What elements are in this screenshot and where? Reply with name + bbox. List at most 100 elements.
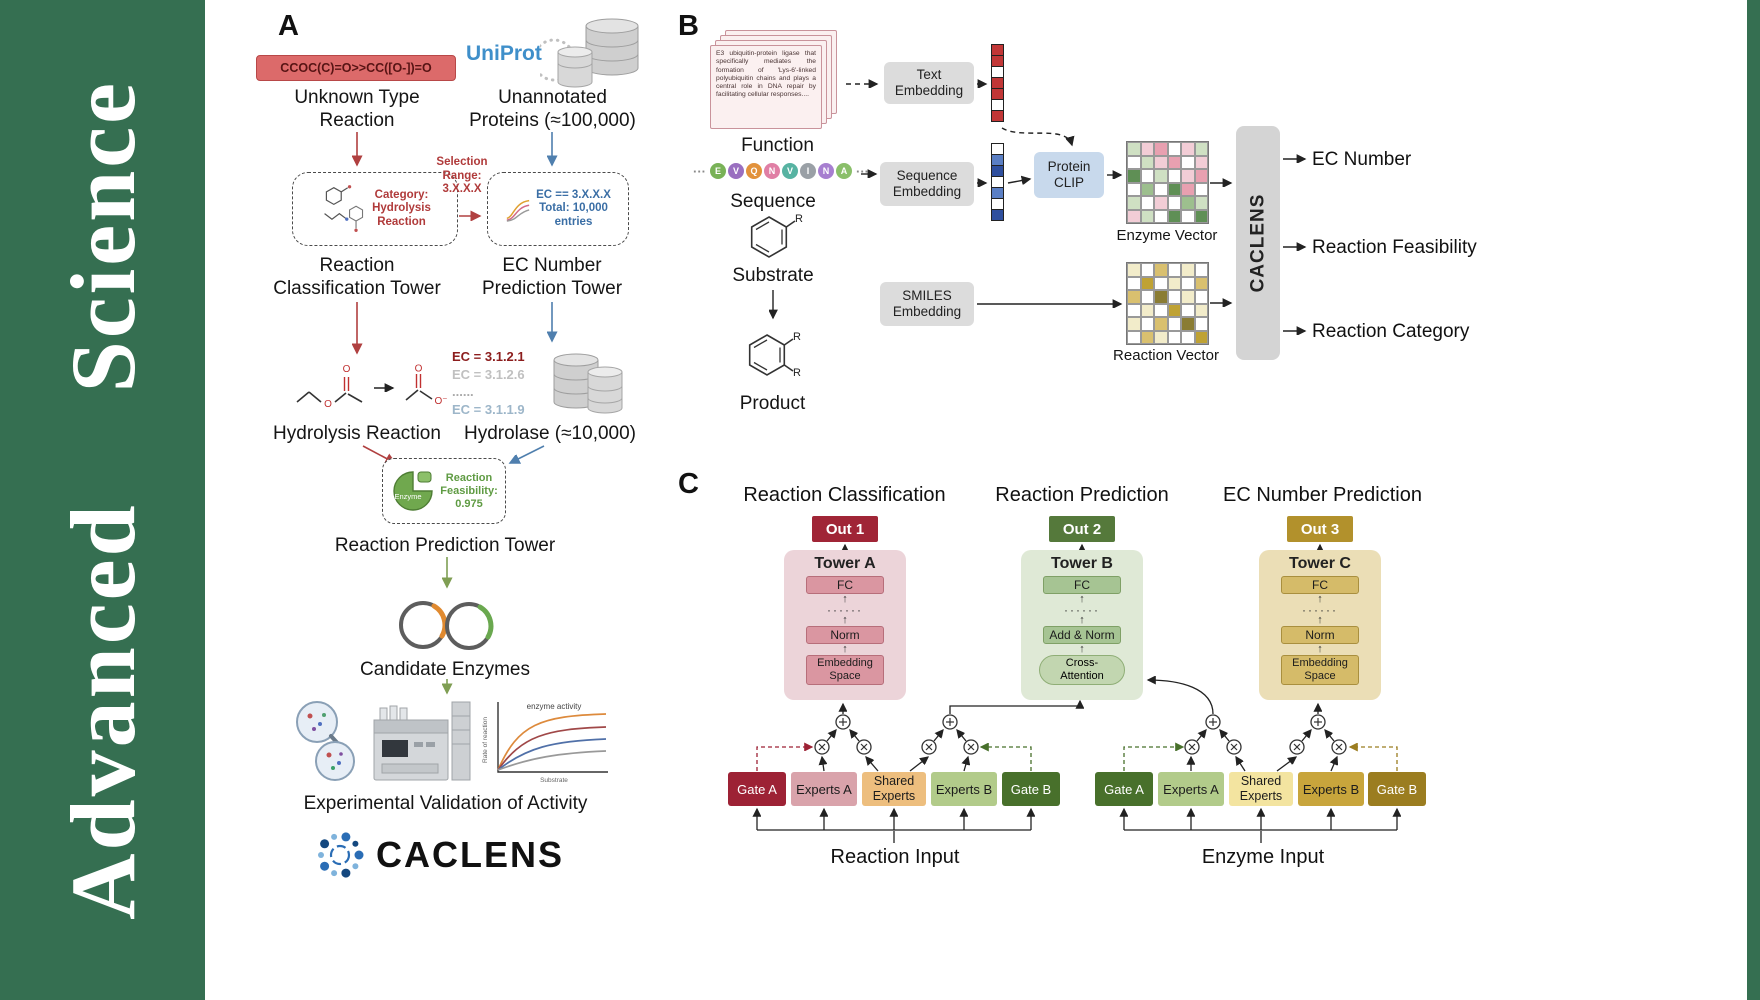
- matrix-cell: [1167, 196, 1181, 210]
- panel-b-letter: B: [678, 10, 699, 42]
- ester-molecule: O O: [296, 364, 363, 410]
- ec-prediction-tower-label: EC Number Prediction Tower: [481, 255, 623, 299]
- matrix-cell: [1154, 263, 1168, 277]
- matrix-cell: [1181, 276, 1195, 290]
- gate-a-right: Gate A: [1095, 772, 1153, 806]
- out1-box: Out 1: [812, 516, 878, 542]
- up-arrow-icon: ↑: [1317, 614, 1323, 626]
- matrix-cell: [1181, 142, 1195, 156]
- journal-title: Advanced Science: [0, 0, 205, 1000]
- molecules-icon: [324, 185, 364, 232]
- matrix-cell: [1127, 142, 1141, 156]
- tower-a-norm: Norm: [806, 626, 884, 644]
- output-ec-number: EC Number: [1312, 149, 1412, 170]
- up-arrow-icon: ↑: [842, 593, 848, 605]
- matrix-cell: [1154, 290, 1168, 304]
- substrate-molecule: R: [750, 213, 803, 258]
- matrix-cell: [1154, 303, 1168, 317]
- matrix-cell: [1181, 209, 1195, 223]
- plasmid-icons: [399, 601, 494, 650]
- enzyme-icon: Enzyme: [393, 471, 433, 511]
- output-reaction-category: Reaction Category: [1312, 321, 1470, 342]
- matrix-cell: [1181, 290, 1195, 304]
- reaction-classification-tower-label: Reaction Classification Tower: [273, 255, 441, 299]
- journal-word-advanced: Advanced: [51, 502, 154, 920]
- matrix-cell: [1154, 209, 1168, 223]
- svg-text:O⁻: O⁻: [434, 396, 447, 407]
- journal-word-science: Science: [51, 80, 154, 393]
- matrix-cell: [1140, 303, 1154, 317]
- tower-c-embedding-space: Embedding Space: [1281, 655, 1359, 685]
- matrix-cell: [1140, 182, 1154, 196]
- ec-item: ......: [452, 384, 474, 399]
- category-box: Category: Hydrolysis Reaction: [292, 172, 458, 246]
- tower-a-dots: ······: [827, 603, 863, 617]
- matrix-cell: [1167, 263, 1181, 277]
- matrix-cell: [1167, 182, 1181, 196]
- activity-graph: enzyme activity Rate of reaction Substra…: [478, 696, 614, 788]
- header-reaction-classification: Reaction Classification: [743, 484, 946, 506]
- matrix-cell: [1181, 263, 1195, 277]
- feasibility-text: Reaction Feasibility: 0.975: [440, 471, 498, 510]
- up-arrow-icon: ↑: [842, 643, 848, 655]
- sequence-embedding-vector: [991, 143, 1004, 221]
- reaction-prediction-tower-label: Reaction Prediction Tower: [334, 535, 556, 556]
- sequence-label: Sequence: [730, 191, 816, 212]
- tower-a: Tower A FC ↑ ······ ↑ Norm ↑ Embedding S…: [784, 550, 906, 700]
- matrix-cell: [1181, 303, 1195, 317]
- matrix-cell: [1127, 303, 1141, 317]
- panel-a-letter: A: [278, 10, 299, 42]
- ellipsis: ···: [856, 163, 869, 179]
- product-label: Product: [739, 393, 806, 414]
- carboxylate-molecule: O O⁻: [405, 364, 448, 407]
- curves-icon: [506, 199, 530, 222]
- matrix-cell: [1194, 303, 1208, 317]
- matrix-cell: [1127, 330, 1141, 344]
- substrate-label: Substrate: [732, 265, 814, 286]
- matrix-cell: [1181, 317, 1195, 331]
- shared-experts-right: Shared Experts: [1229, 772, 1293, 806]
- matrix-cell: [1194, 317, 1208, 331]
- matrix-cell: [1167, 276, 1181, 290]
- sequence-embedding-box: Sequence Embedding: [880, 162, 974, 206]
- matrix-cell: [1140, 142, 1154, 156]
- up-arrow-icon: ↑: [1317, 593, 1323, 605]
- up-arrow-icon: ↑: [1317, 643, 1323, 655]
- matrix-cell: [1140, 169, 1154, 183]
- text-embedding-vector: [991, 44, 1004, 122]
- protein-clip-box: Protein CLIP: [1034, 152, 1104, 198]
- function-card-front: E3 ubiquitin-protein ligase that specifi…: [710, 45, 822, 129]
- uniprot-logo: UniProt: [466, 42, 542, 65]
- matrix-cell: [1154, 182, 1168, 196]
- svg-text:Substrate: Substrate: [540, 777, 568, 784]
- feasibility-box: Enzyme Reaction Feasibility: 0.975: [382, 458, 506, 524]
- residue-circle: A: [836, 163, 852, 179]
- matrix-cell: [1194, 155, 1208, 169]
- matrix-cell: [1127, 290, 1141, 304]
- right-edge-band: [1747, 0, 1760, 1000]
- vector-cell: [991, 209, 1004, 221]
- enzyme-input-label: Enzyme Input: [1201, 846, 1325, 868]
- hydrolysis-reaction-label: Hydrolysis Reaction: [273, 423, 441, 444]
- matrix-cell: [1127, 263, 1141, 277]
- experts-a-left: Experts A: [791, 772, 857, 806]
- matrix-cell: [1140, 196, 1154, 210]
- journal-banner: [0, 0, 205, 1000]
- matrix-cell: [1154, 142, 1168, 156]
- gate-a-left: Gate A: [728, 772, 786, 806]
- matrix-cell: [1194, 182, 1208, 196]
- matrix-cell: [1140, 317, 1154, 331]
- tower-c-title: Tower C: [1289, 555, 1351, 572]
- matrix-cell: [1127, 155, 1141, 169]
- matrix-cell: [1127, 169, 1141, 183]
- residue-circle: V: [782, 163, 798, 179]
- ec-item: EC = 3.1.2.1: [452, 349, 525, 364]
- up-arrow-icon: ↑: [1079, 614, 1085, 626]
- ec-selection-text: EC == 3.X.X.X Total: 10,000 entries: [536, 188, 611, 228]
- matrix-cell: [1167, 209, 1181, 223]
- matrix-cell: [1127, 276, 1141, 290]
- residue-circle: I: [800, 163, 816, 179]
- gate-b-right: Gate B: [1368, 772, 1426, 806]
- candidate-enzymes-label: Candidate Enzymes: [359, 659, 531, 680]
